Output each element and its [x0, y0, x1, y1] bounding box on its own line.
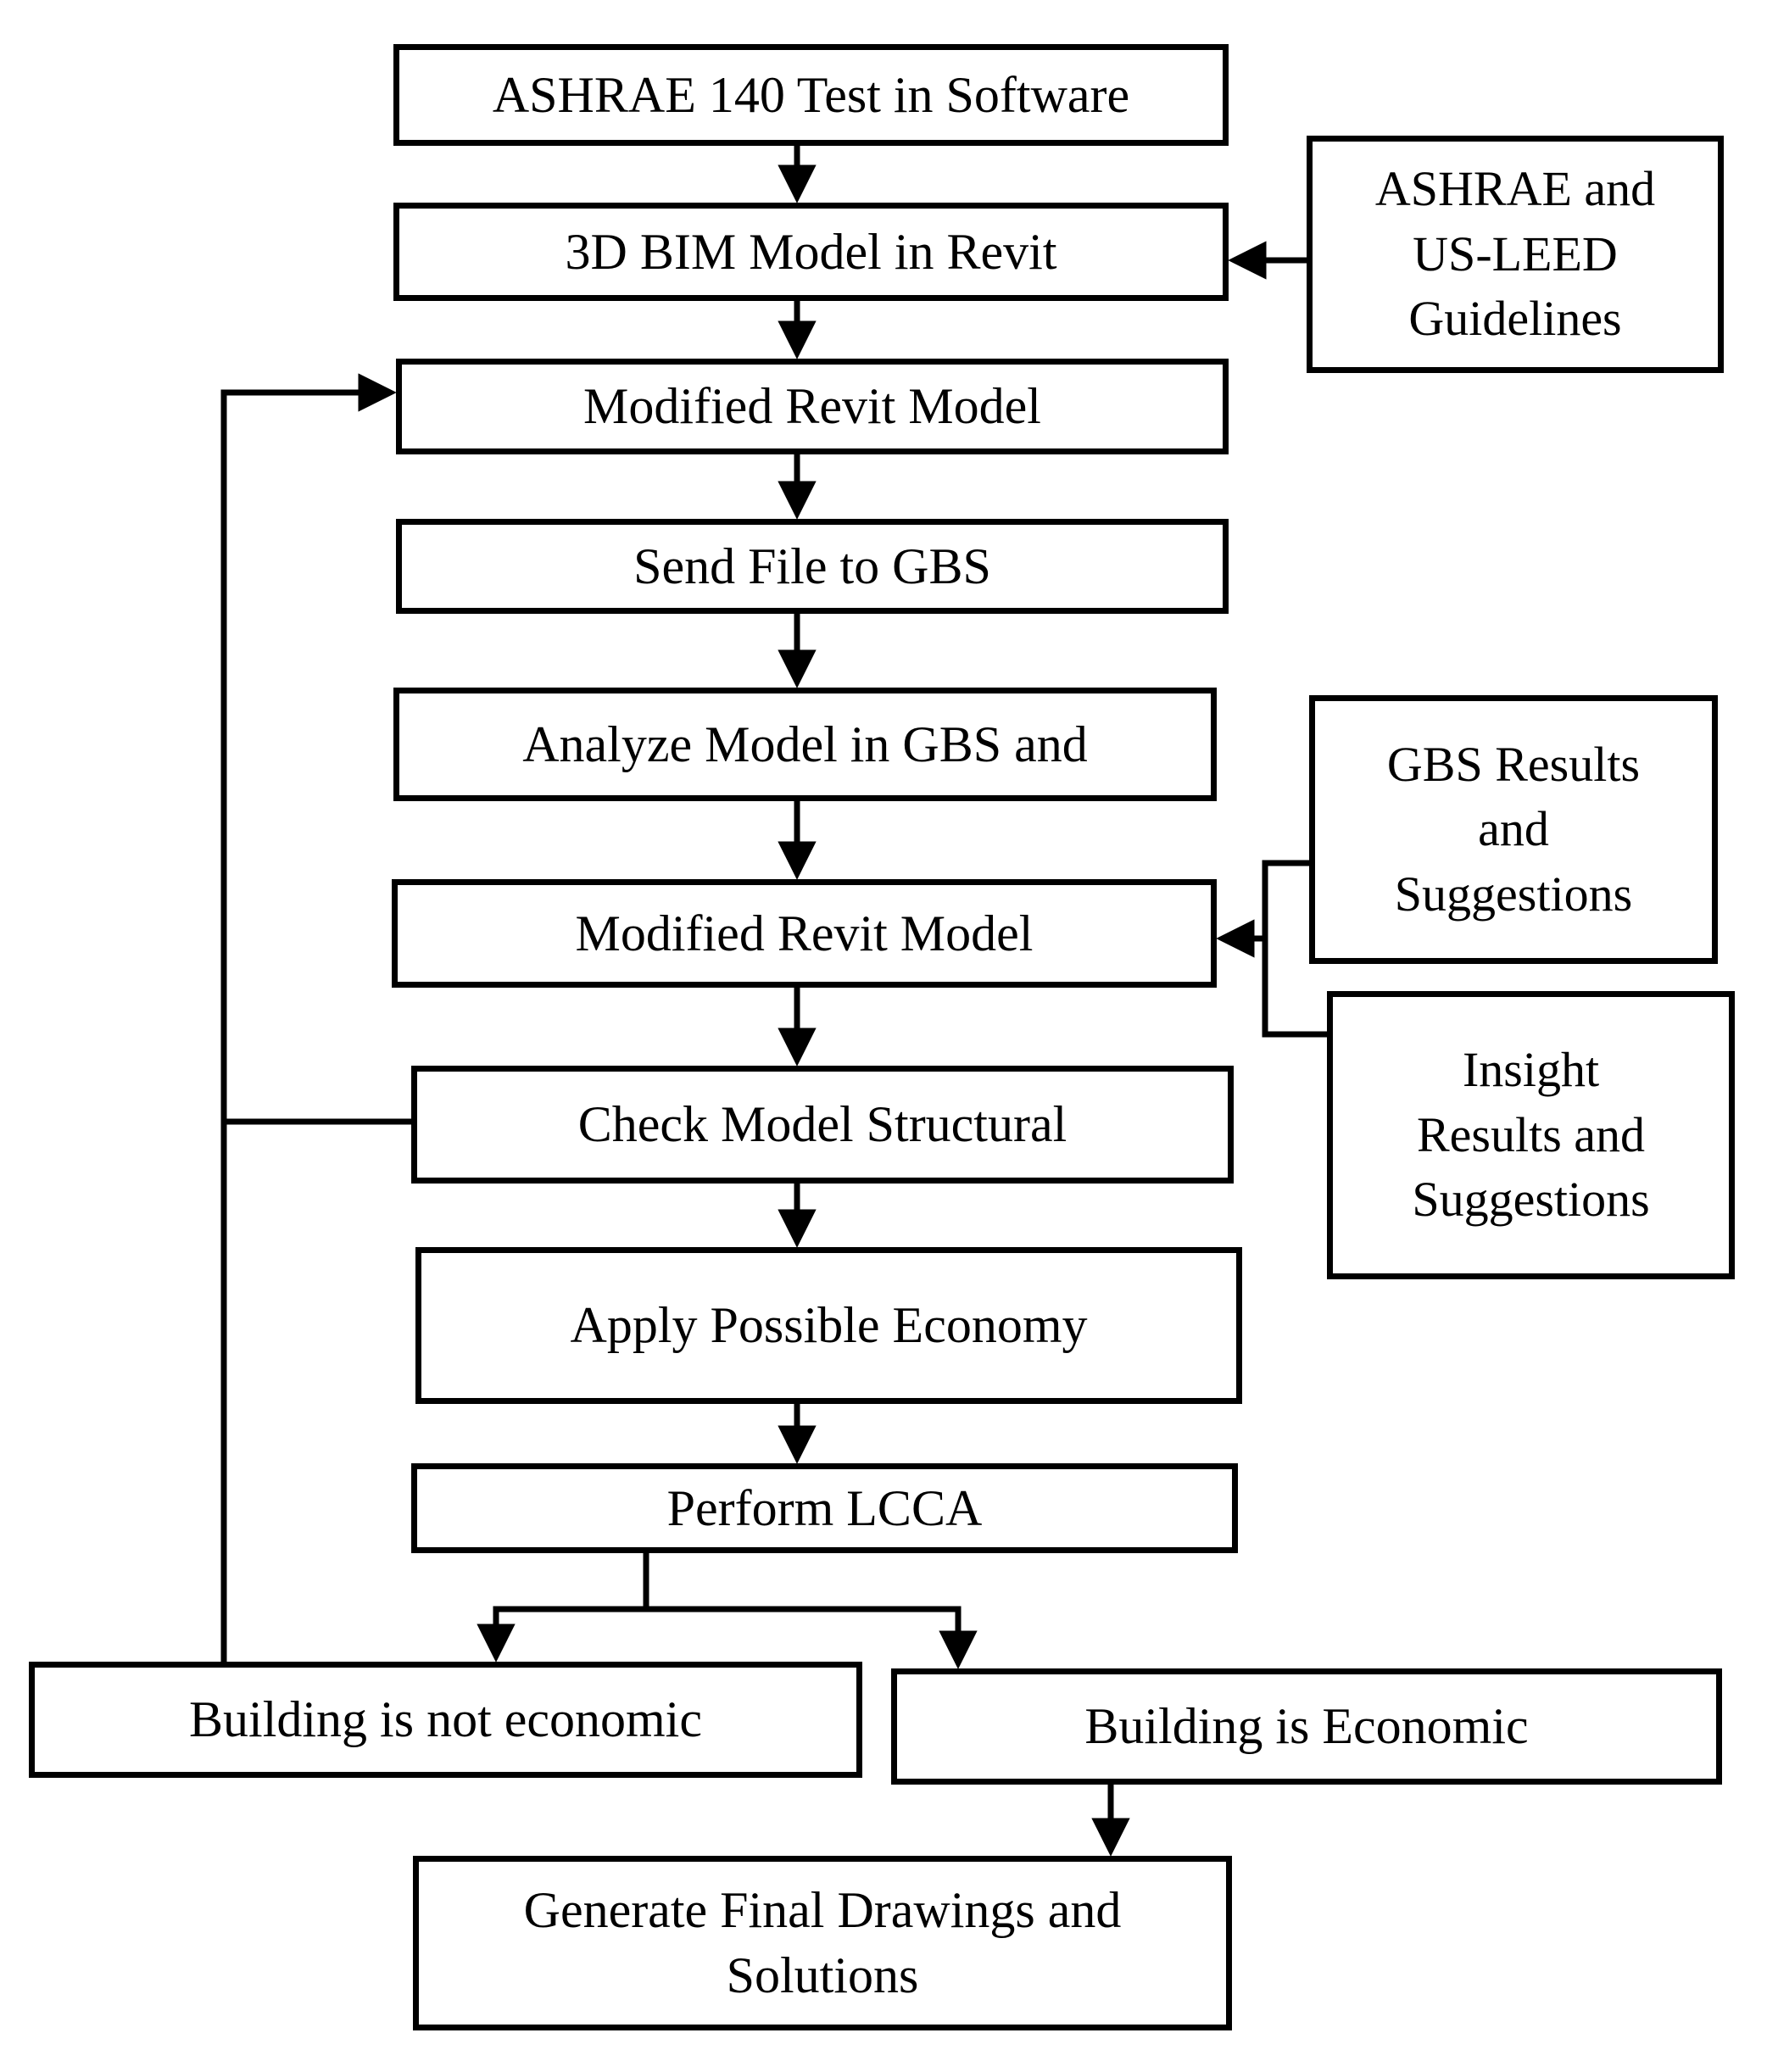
- node-modified-revit-model-1-label: Modified Revit Model: [583, 378, 1041, 435]
- node-gbs-results-suggestions: GBS Results and Suggestions: [1309, 695, 1718, 964]
- node-building-economic-label: Building is Economic: [1084, 1698, 1529, 1755]
- node-apply-possible-economy-label: Apply Possible Economy: [570, 1297, 1088, 1354]
- branch-lcca-to-economic: [646, 1606, 978, 1669]
- node-generate-final-drawings-label: Generate Final Drawings and Solutions: [523, 1882, 1122, 2003]
- node-ashrae-140-test-label: ASHRAE 140 Test in Software: [492, 66, 1130, 123]
- node-generate-final-drawings: Generate Final Drawings and Solutions: [413, 1856, 1232, 2030]
- node-analyze-model-gbs-label: Analyze Model in GBS and: [522, 716, 1088, 772]
- node-building-economic: Building is Economic: [891, 1668, 1722, 1785]
- node-check-model-structural: Check Model Structural: [411, 1066, 1234, 1184]
- bracket-results-connector: [1262, 860, 1327, 1038]
- node-analyze-model-gbs: Analyze Model in GBS and: [393, 688, 1217, 801]
- node-send-file-gbs: Send File to GBS: [396, 519, 1229, 614]
- node-send-file-gbs-label: Send File to GBS: [633, 537, 991, 594]
- node-apply-possible-economy: Apply Possible Economy: [415, 1247, 1242, 1404]
- node-ashrae-usleed-guidelines: ASHRAE and US-LEED Guidelines: [1307, 136, 1724, 373]
- feedback-loop-to-modified1: [220, 373, 397, 1662]
- node-perform-lcca-label: Perform LCCA: [666, 1479, 983, 1536]
- node-3d-bim-model: 3D BIM Model in Revit: [393, 203, 1229, 301]
- node-modified-revit-model-2: Modified Revit Model: [392, 879, 1217, 988]
- node-perform-lcca: Perform LCCA: [411, 1463, 1238, 1553]
- node-modified-revit-model-2-label: Modified Revit Model: [575, 905, 1034, 961]
- node-ashrae-usleed-guidelines-label: ASHRAE and US-LEED Guidelines: [1374, 161, 1656, 347]
- node-modified-revit-model-1: Modified Revit Model: [396, 359, 1229, 454]
- node-building-not-economic-label: Building is not economic: [189, 1691, 702, 1748]
- branch-lcca-to-not-economic: [477, 1553, 649, 1663]
- node-gbs-results-suggestions-label: GBS Results and Suggestions: [1386, 736, 1641, 922]
- node-building-not-economic: Building is not economic: [29, 1662, 862, 1778]
- node-insight-results-suggestions-label: Insight Results and Suggestions: [1412, 1042, 1650, 1228]
- node-ashrae-140-test: ASHRAE 140 Test in Software: [393, 44, 1229, 146]
- node-3d-bim-model-label: 3D BIM Model in Revit: [565, 223, 1057, 280]
- node-check-model-structural-label: Check Model Structural: [577, 1096, 1067, 1153]
- node-insight-results-suggestions: Insight Results and Suggestions: [1327, 991, 1735, 1279]
